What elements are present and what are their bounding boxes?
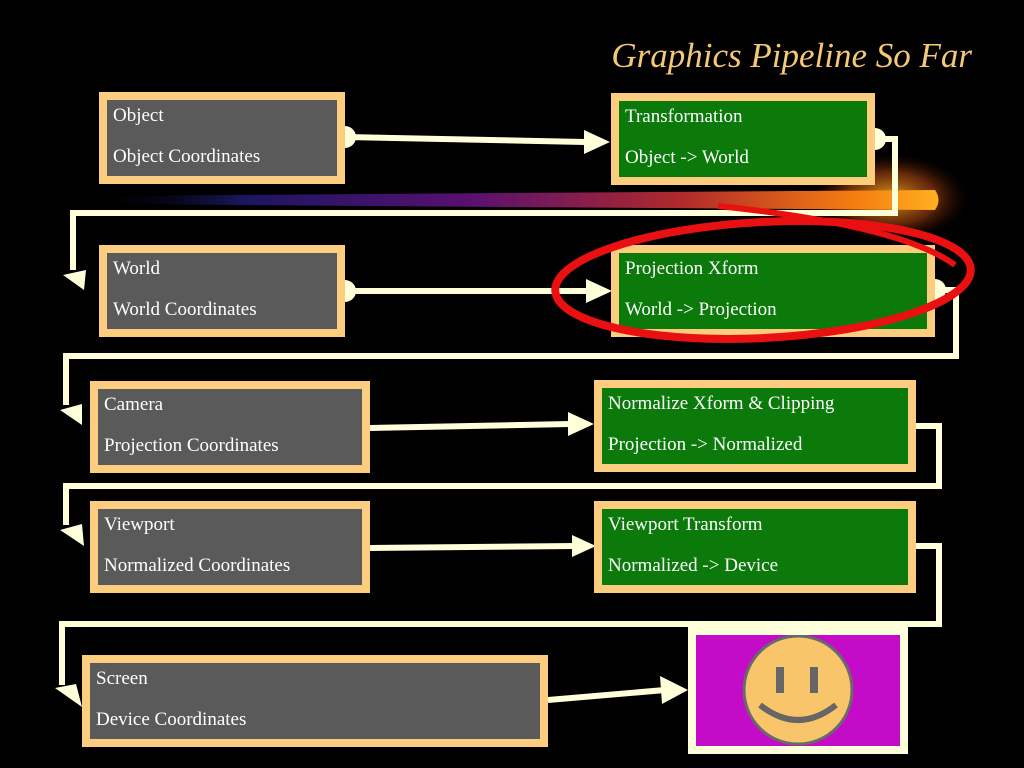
transform-mapping: Normalized -> Device [608, 555, 779, 576]
stage-coords: World Coordinates [113, 299, 257, 320]
stage-name: Camera [104, 394, 164, 415]
stage-box-screen: Screen Device Coordinates [82, 655, 548, 747]
wrap-connector-row4 [59, 543, 942, 685]
stage-name: Viewport [104, 514, 175, 535]
connector-viewport-to-viewport-transform [369, 543, 576, 551]
stage-coords: Object Coordinates [113, 146, 261, 167]
transform-mapping: Projection -> Normalized [608, 434, 803, 455]
output-display-box [688, 627, 908, 754]
stage-box-camera: Camera Projection Coordinates [90, 381, 370, 473]
connector-screen-to-output [547, 687, 666, 703]
transform-name: Projection Xform [625, 258, 759, 279]
transform-box-normalize-xform: Normalize Xform & Clipping Projection ->… [594, 380, 916, 472]
transform-mapping: Object -> World [625, 147, 749, 168]
transform-mapping: World -> Projection [625, 299, 777, 320]
transform-name: Normalize Xform & Clipping [608, 393, 835, 414]
stage-box-viewport: Viewport Normalized Coordinates [90, 501, 370, 593]
wrap-connector-row3 [63, 423, 942, 525]
transform-name: Transformation [625, 106, 743, 127]
transform-box-projection-xform: Projection Xform World -> Projection [611, 245, 935, 337]
transform-name: Viewport Transform [608, 514, 763, 535]
stage-name: Object [113, 105, 164, 126]
slide-title: Graphics Pipeline So Far [611, 36, 972, 75]
stage-coords: Projection Coordinates [104, 435, 279, 456]
stage-coords: Device Coordinates [96, 709, 247, 730]
connector-camera-to-normalize [369, 421, 571, 431]
transform-box-viewport-transform: Viewport Transform Normalized -> Device [594, 501, 916, 593]
connector-object-to-transformation [344, 134, 586, 145]
transform-box-transformation: Transformation Object -> World [611, 93, 875, 185]
stage-name: Screen [96, 668, 148, 689]
smiley-face-icon [742, 635, 854, 746]
stage-box-object: Object Object Coordinates [99, 92, 345, 184]
stage-coords: Normalized Coordinates [104, 555, 291, 576]
stage-name: World [113, 258, 161, 279]
stage-box-world: World World Coordinates [99, 245, 345, 337]
